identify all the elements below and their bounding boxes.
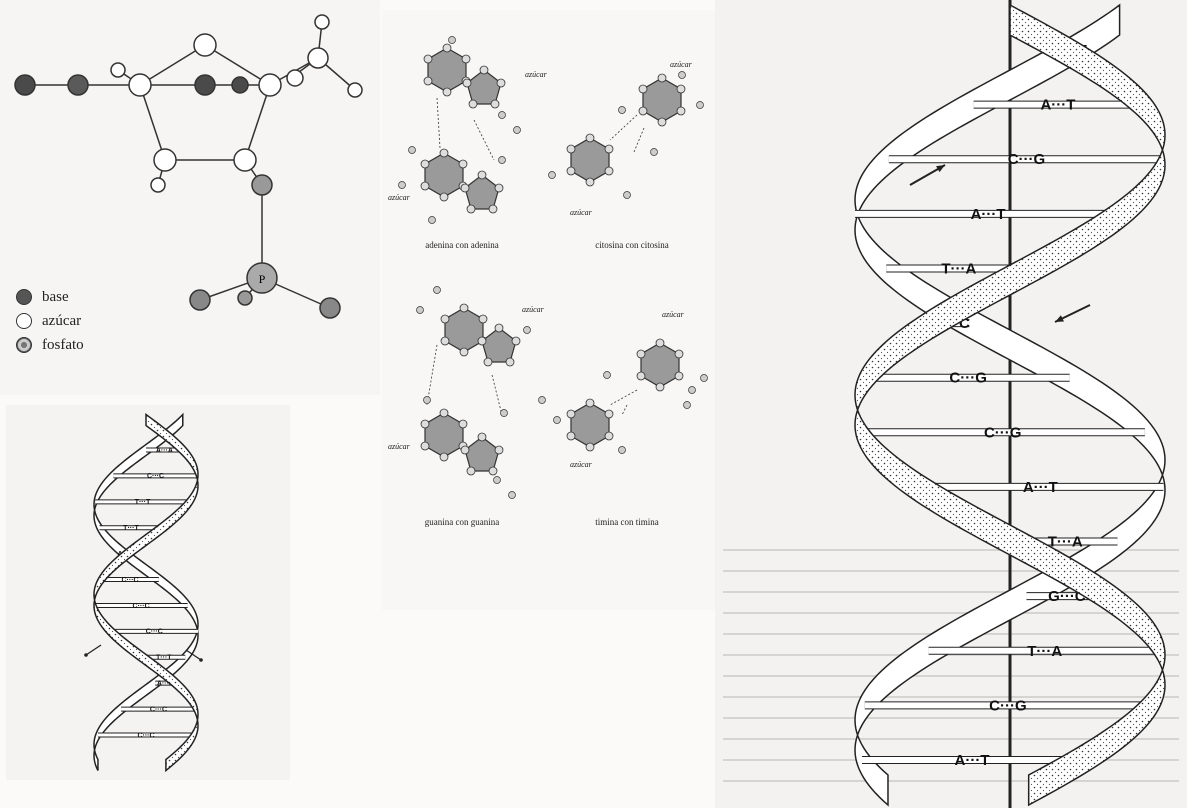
base-pair-rung: T···T (95, 499, 190, 506)
caption-guanine: guanina con guanina (392, 517, 532, 527)
large-double-helix: A···TA···TC···GA···TT···AG···CC···GC···G… (715, 0, 1187, 808)
legend-label: azúcar (42, 313, 81, 330)
nucleotide-legend: base azúcar fosfato (16, 285, 84, 357)
base-pair-rung: A···T (917, 479, 1163, 496)
legend-item-base: base (16, 285, 84, 309)
legend-item-sugar: azúcar (16, 309, 84, 333)
base-pair-label: T···T (123, 525, 139, 532)
strand-back (94, 415, 198, 771)
base-pair-label: C···C (150, 706, 167, 713)
small-double-helix: A···AC···CT···TT···TA···AC···CC···CC···C… (6, 405, 290, 780)
base-pair-label: C···C (137, 732, 154, 739)
base-pair-rung: C···C (101, 577, 159, 584)
base-pair-rung: A···T (855, 206, 1121, 223)
base-pair-rung: C···C (121, 706, 196, 713)
base-pair-rung: C···C (98, 732, 194, 739)
base-pair-label: C···G (989, 697, 1027, 714)
base-pair-label: C···C (122, 577, 139, 584)
phosphorus-label: P (259, 272, 266, 286)
caption-thymine: timina con timina (557, 517, 697, 527)
base-pair-label: C···G (949, 370, 987, 387)
base-pair-label: T···T (135, 499, 151, 506)
base-pair-label: C···C (133, 603, 150, 610)
base-pair-label: T···A (941, 260, 976, 277)
base-pair-rung: C···C (95, 603, 188, 610)
base-pair-label: T···A (1027, 643, 1062, 660)
sugar-label: azúcar (670, 60, 692, 69)
base-pair-label: A···T (1040, 97, 1075, 114)
sugar-label: azúcar (570, 208, 592, 217)
sugar-label: azúcar (522, 305, 544, 314)
arrow-down-icon (1055, 305, 1090, 322)
base-pair-label: A···A (156, 447, 173, 454)
small-helix-diagram: A···AC···CT···TT···TA···AC···CC···CC···C… (6, 405, 290, 780)
arrow-up-icon (910, 165, 945, 185)
base-pair-label: C···G (984, 424, 1022, 441)
legend-item-phosphate: fosfato (16, 333, 84, 357)
cytosine-cytosine-pair (549, 72, 704, 199)
legend-label: fosfato (42, 337, 84, 354)
legend-label: base (42, 289, 69, 306)
base-pair-rung: C···G (865, 697, 1151, 714)
base-pair-rung: C···C (113, 473, 197, 480)
arrow-icon (84, 645, 101, 657)
base-pairs-diagram: azúcar azúcar adenina con adenina azúcar… (382, 10, 717, 610)
sugar-label: azúcar (570, 460, 592, 469)
guanine-guanine-pair (417, 287, 531, 499)
sugar-icon (16, 313, 32, 329)
base-pair-label: C···G (1008, 151, 1046, 168)
base-pair-rung: C···G (889, 151, 1164, 168)
base-pair-label: C···C (147, 473, 164, 480)
caption-cytosine: citosina con citosina (562, 240, 702, 250)
sugar-label: azúcar (388, 193, 410, 202)
adenine-adenine-pair (399, 37, 521, 224)
sugar-label: azúcar (388, 442, 410, 451)
nucleotide-diagram: P base azúcar fosfato (0, 0, 380, 395)
base-pair-label: A···T (1023, 479, 1058, 496)
base-pair-label: T···T (156, 655, 172, 662)
base-icon (16, 289, 32, 305)
large-helix-diagram: A···TA···TC···GA···TT···AG···CC···GC···G… (715, 0, 1187, 808)
thymine-thymine-pair (539, 339, 708, 454)
base-pair-label: C···C (146, 629, 163, 636)
base-pair-label: A···T (955, 752, 990, 769)
base-pair-label: A···T (971, 206, 1006, 223)
phosphate-icon (16, 337, 32, 353)
base-pair-rung: C···G (861, 424, 1145, 441)
sugar-label: azúcar (662, 310, 684, 319)
caption-adenine: adenina con adenina (392, 240, 532, 250)
base-pair-rung: C···C (111, 629, 198, 636)
sugar-label: azúcar (525, 70, 547, 79)
